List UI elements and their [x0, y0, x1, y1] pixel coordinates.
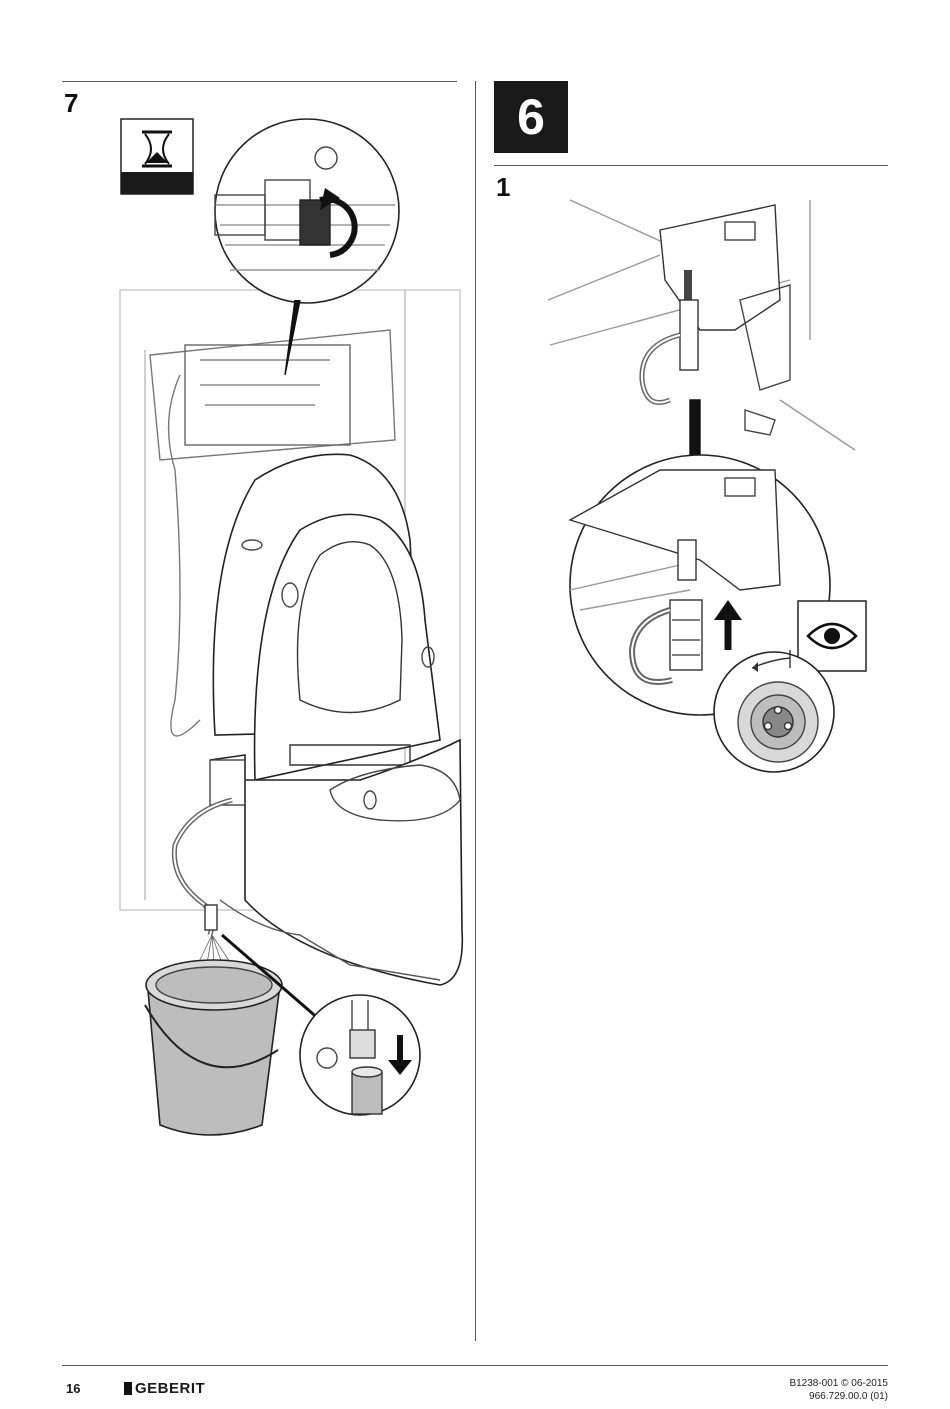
logo-mark	[124, 1382, 132, 1395]
doc-ref-line1: B1238-001 © 06-2015	[789, 1377, 888, 1390]
footer-rule	[62, 1365, 888, 1366]
illustration-connect-plug	[0, 0, 950, 800]
brand-name: GEBERIT	[135, 1380, 205, 1397]
document-reference: B1238-001 © 06-2015 966.729.00.0 (01)	[789, 1377, 888, 1403]
page-number: 16	[66, 1381, 80, 1396]
doc-ref-line2: 966.729.00.0 (01)	[789, 1390, 888, 1403]
eye-icon	[798, 601, 866, 671]
brand-logo: GEBERIT	[124, 1380, 205, 1397]
